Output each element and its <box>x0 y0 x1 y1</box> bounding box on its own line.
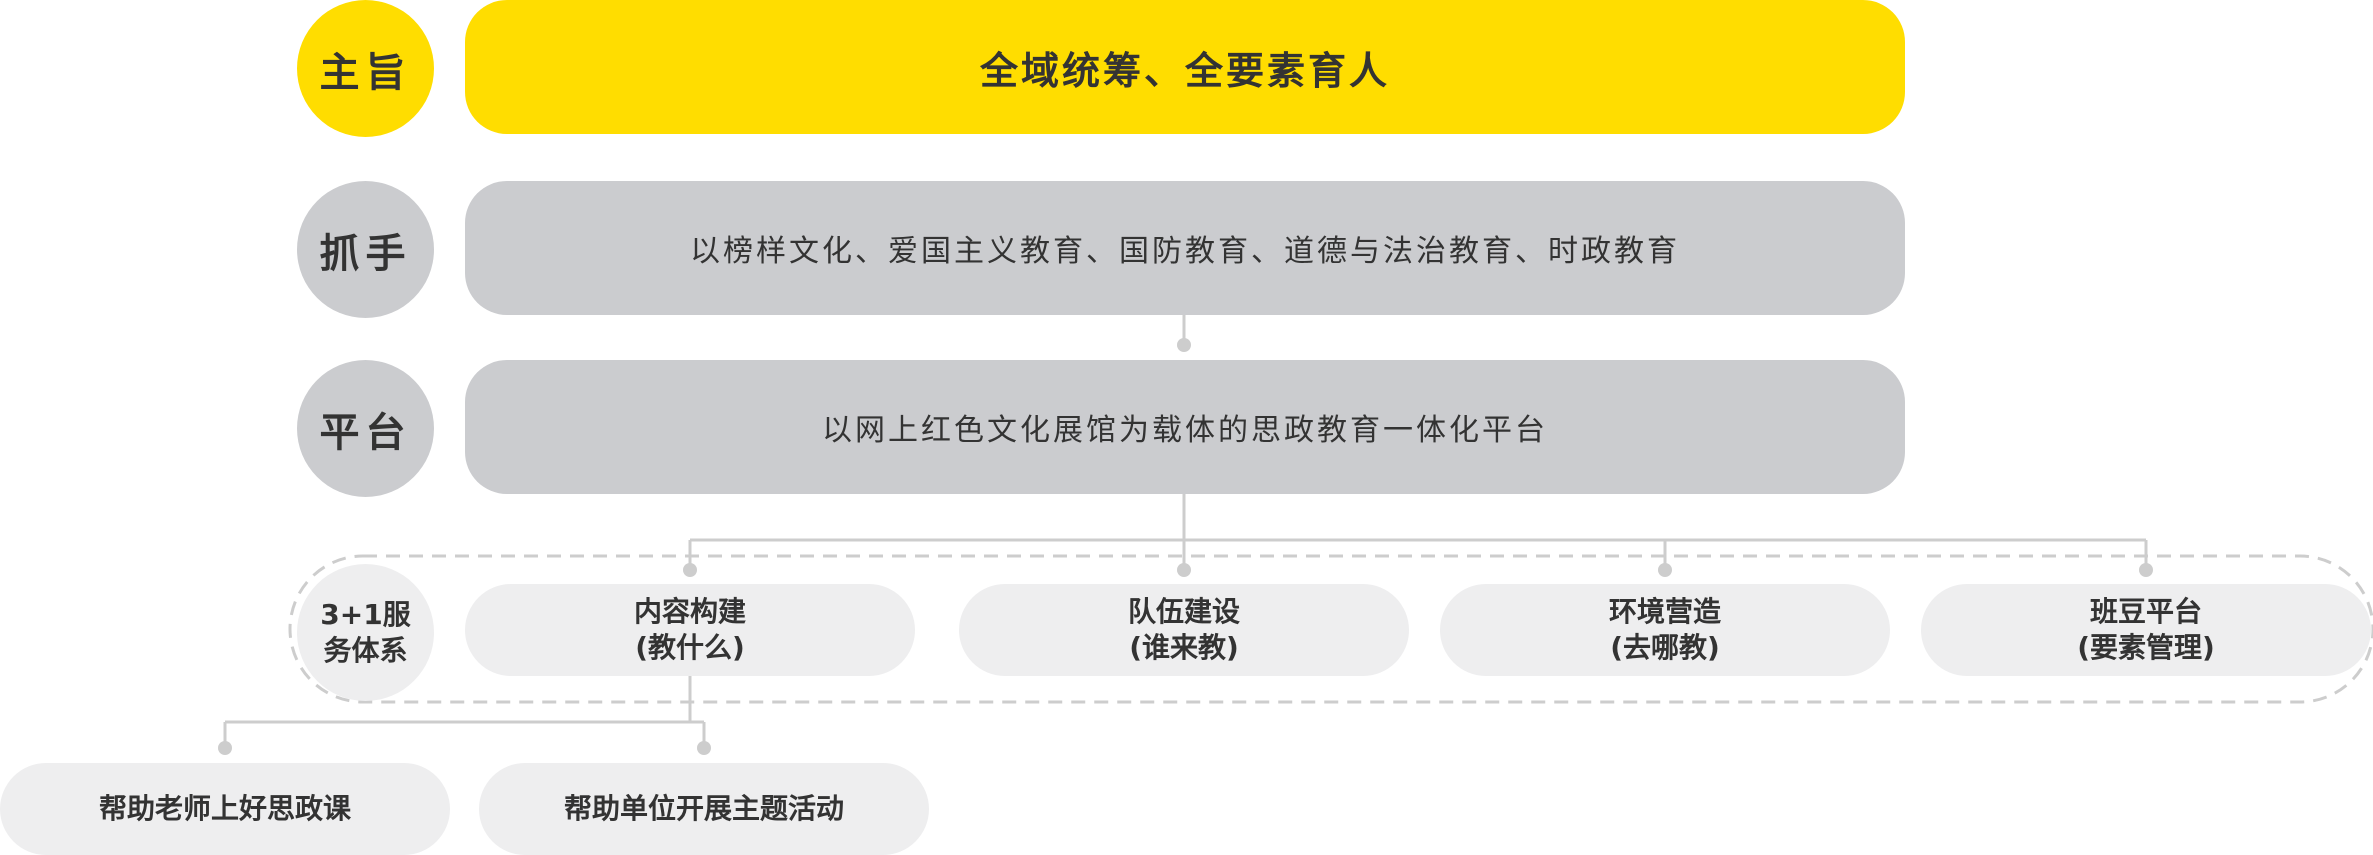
service-label: 3+1服 务体系 <box>297 564 434 701</box>
platform-label: 平台 <box>297 360 434 497</box>
service-item-name: 队伍建设 <box>1127 595 1240 628</box>
service-item-name: 内容构建 <box>633 595 746 628</box>
service-item-team: 队伍建设 (谁来教) <box>959 584 1409 676</box>
outcome-units: 帮助单位开展主题活动 <box>479 763 929 855</box>
outcome-teachers: 帮助老师上好思政课 <box>0 763 450 855</box>
service-label-line2: 务体系 <box>323 633 408 667</box>
service-item-sub: (去哪教) <box>1610 631 1720 664</box>
purpose-label: 主旨 <box>297 0 434 137</box>
grip-bar: 以榜样文化、爱国主义教育、国防教育、道德与法治教育、时政教育 <box>465 181 1905 315</box>
service-item-environment: 环境营造 (去哪教) <box>1440 584 1890 676</box>
grip-label: 抓手 <box>297 181 434 318</box>
service-label-line1: 3+1服 <box>320 597 411 631</box>
purpose-bar: 全域统筹、全要素育人 <box>465 0 1905 134</box>
service-item-content: 内容构建 (教什么) <box>465 584 915 676</box>
service-item-sub: (要素管理) <box>2077 631 2215 664</box>
service-item-sub: (谁来教) <box>1129 631 1239 664</box>
platform-bar: 以网上红色文化展馆为载体的思政教育一体化平台 <box>465 360 1905 494</box>
service-item-sub: (教什么) <box>635 631 745 664</box>
service-item-name: 班豆平台 <box>2089 595 2202 628</box>
service-item-name: 环境营造 <box>1608 595 1721 628</box>
service-item-platform: 班豆平台 (要素管理) <box>1921 584 2371 676</box>
